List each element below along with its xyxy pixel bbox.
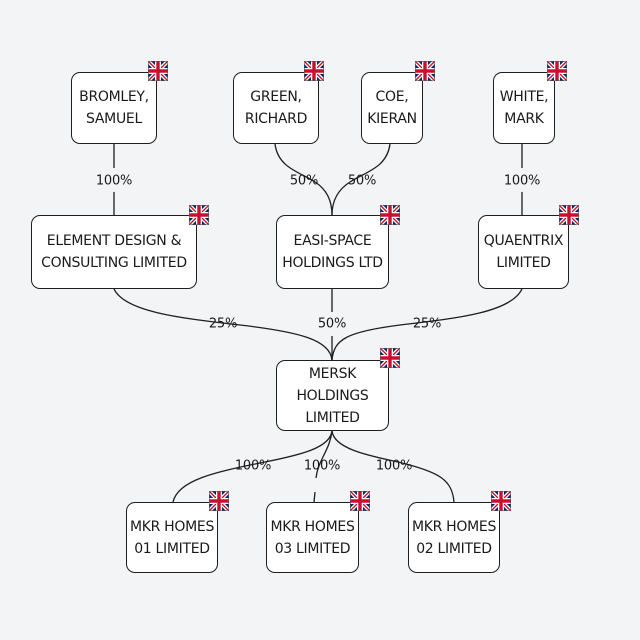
node-quaentrix: QUAENTRIX LIMITED (478, 215, 569, 289)
node-element-design: ELEMENT DESIGN & CONSULTING LIMITED (31, 215, 197, 289)
node-bromley-samuel: BROMLEY, SAMUEL (71, 72, 157, 144)
uk-flag-icon (148, 61, 168, 81)
node-coe-kieran: COE, KIERAN (361, 72, 423, 144)
node-label-line1: MKR HOMES (129, 518, 215, 535)
node-label-line2: 01 LIMITED (134, 540, 210, 557)
node-label-line2: SAMUEL (86, 111, 142, 127)
node-label-line1: GREEN, (250, 89, 302, 105)
node-mkr-homes-01: MKR HOMES 01 LIMITED (126, 502, 218, 573)
uk-flag-icon (380, 205, 400, 225)
node-label-line1: MKR HOMES (411, 518, 497, 535)
pct-easi-mersk: 50% (317, 316, 347, 332)
node-green-richard: GREEN, RICHARD (233, 72, 319, 144)
edge-mersk-mkr01 (172, 430, 333, 503)
pct-mersk-mkr03: 100% (303, 458, 341, 474)
pct-quaentrix-mersk: 25% (412, 316, 442, 332)
node-label-line2: 03 LIMITED (274, 540, 351, 557)
node-label-line1: ELEMENT DESIGN & (46, 233, 182, 249)
node-mkr-homes-03: MKR HOMES 03 LIMITED (266, 502, 359, 573)
node-label-line2: KIERAN (367, 111, 417, 127)
edge-green-easi (274, 143, 333, 216)
pct-green-easi: 50% (289, 173, 319, 189)
node-label-line2: HOLDINGS LTD (282, 255, 383, 271)
node-label-line2: LIMITED (305, 409, 360, 426)
node-label-line1: COE, (375, 89, 409, 105)
node-easi-space: EASI-SPACE HOLDINGS LTD (276, 215, 389, 289)
uk-flag-icon (547, 61, 567, 81)
node-label-line1: BROMLEY, (79, 89, 149, 105)
node-label-line2: CONSULTING LIMITED (41, 255, 187, 271)
uk-flag-icon (304, 61, 324, 81)
node-label-line1: QUAENTRIX (483, 233, 564, 249)
node-mersk-holdings: MERSK HOLDINGS LIMITED (276, 360, 389, 431)
edge-coe-easi (331, 143, 391, 216)
edge-mersk-mkr03 (313, 430, 333, 503)
node-mkr-homes-02: MKR HOMES 02 LIMITED (408, 502, 500, 573)
node-label-line2: LIMITED (496, 255, 551, 271)
node-label-line1: MERSK HOLDINGS (296, 365, 369, 404)
pct-mersk-mkr01: 100% (234, 458, 272, 474)
uk-flag-icon (189, 205, 209, 225)
uk-flag-icon (415, 61, 435, 81)
node-label-line1: WHITE, (499, 89, 549, 105)
edge-element-mersk (113, 288, 333, 361)
node-label-line2: MARK (504, 111, 544, 127)
pct-element-mersk: 25% (208, 316, 238, 332)
edge-mersk-mkr02 (331, 430, 455, 503)
node-label-line1: EASI-SPACE (293, 233, 372, 249)
node-label-line2: 02 LIMITED (416, 540, 492, 557)
node-label-line2: RICHARD (244, 111, 308, 127)
node-label-line1: MKR HOMES (270, 518, 355, 535)
node-white-mark: WHITE, MARK (493, 72, 555, 144)
edge-quaentrix-mersk (331, 288, 523, 361)
uk-flag-icon (380, 348, 400, 368)
uk-flag-icon (491, 491, 511, 511)
uk-flag-icon (559, 205, 579, 225)
pct-coe-easi: 50% (347, 173, 377, 189)
uk-flag-icon (350, 491, 370, 511)
pct-white-quaentrix: 100% (503, 173, 541, 189)
uk-flag-icon (209, 491, 229, 511)
pct-bromley-element: 100% (95, 173, 133, 189)
pct-mersk-mkr02: 100% (375, 458, 413, 474)
